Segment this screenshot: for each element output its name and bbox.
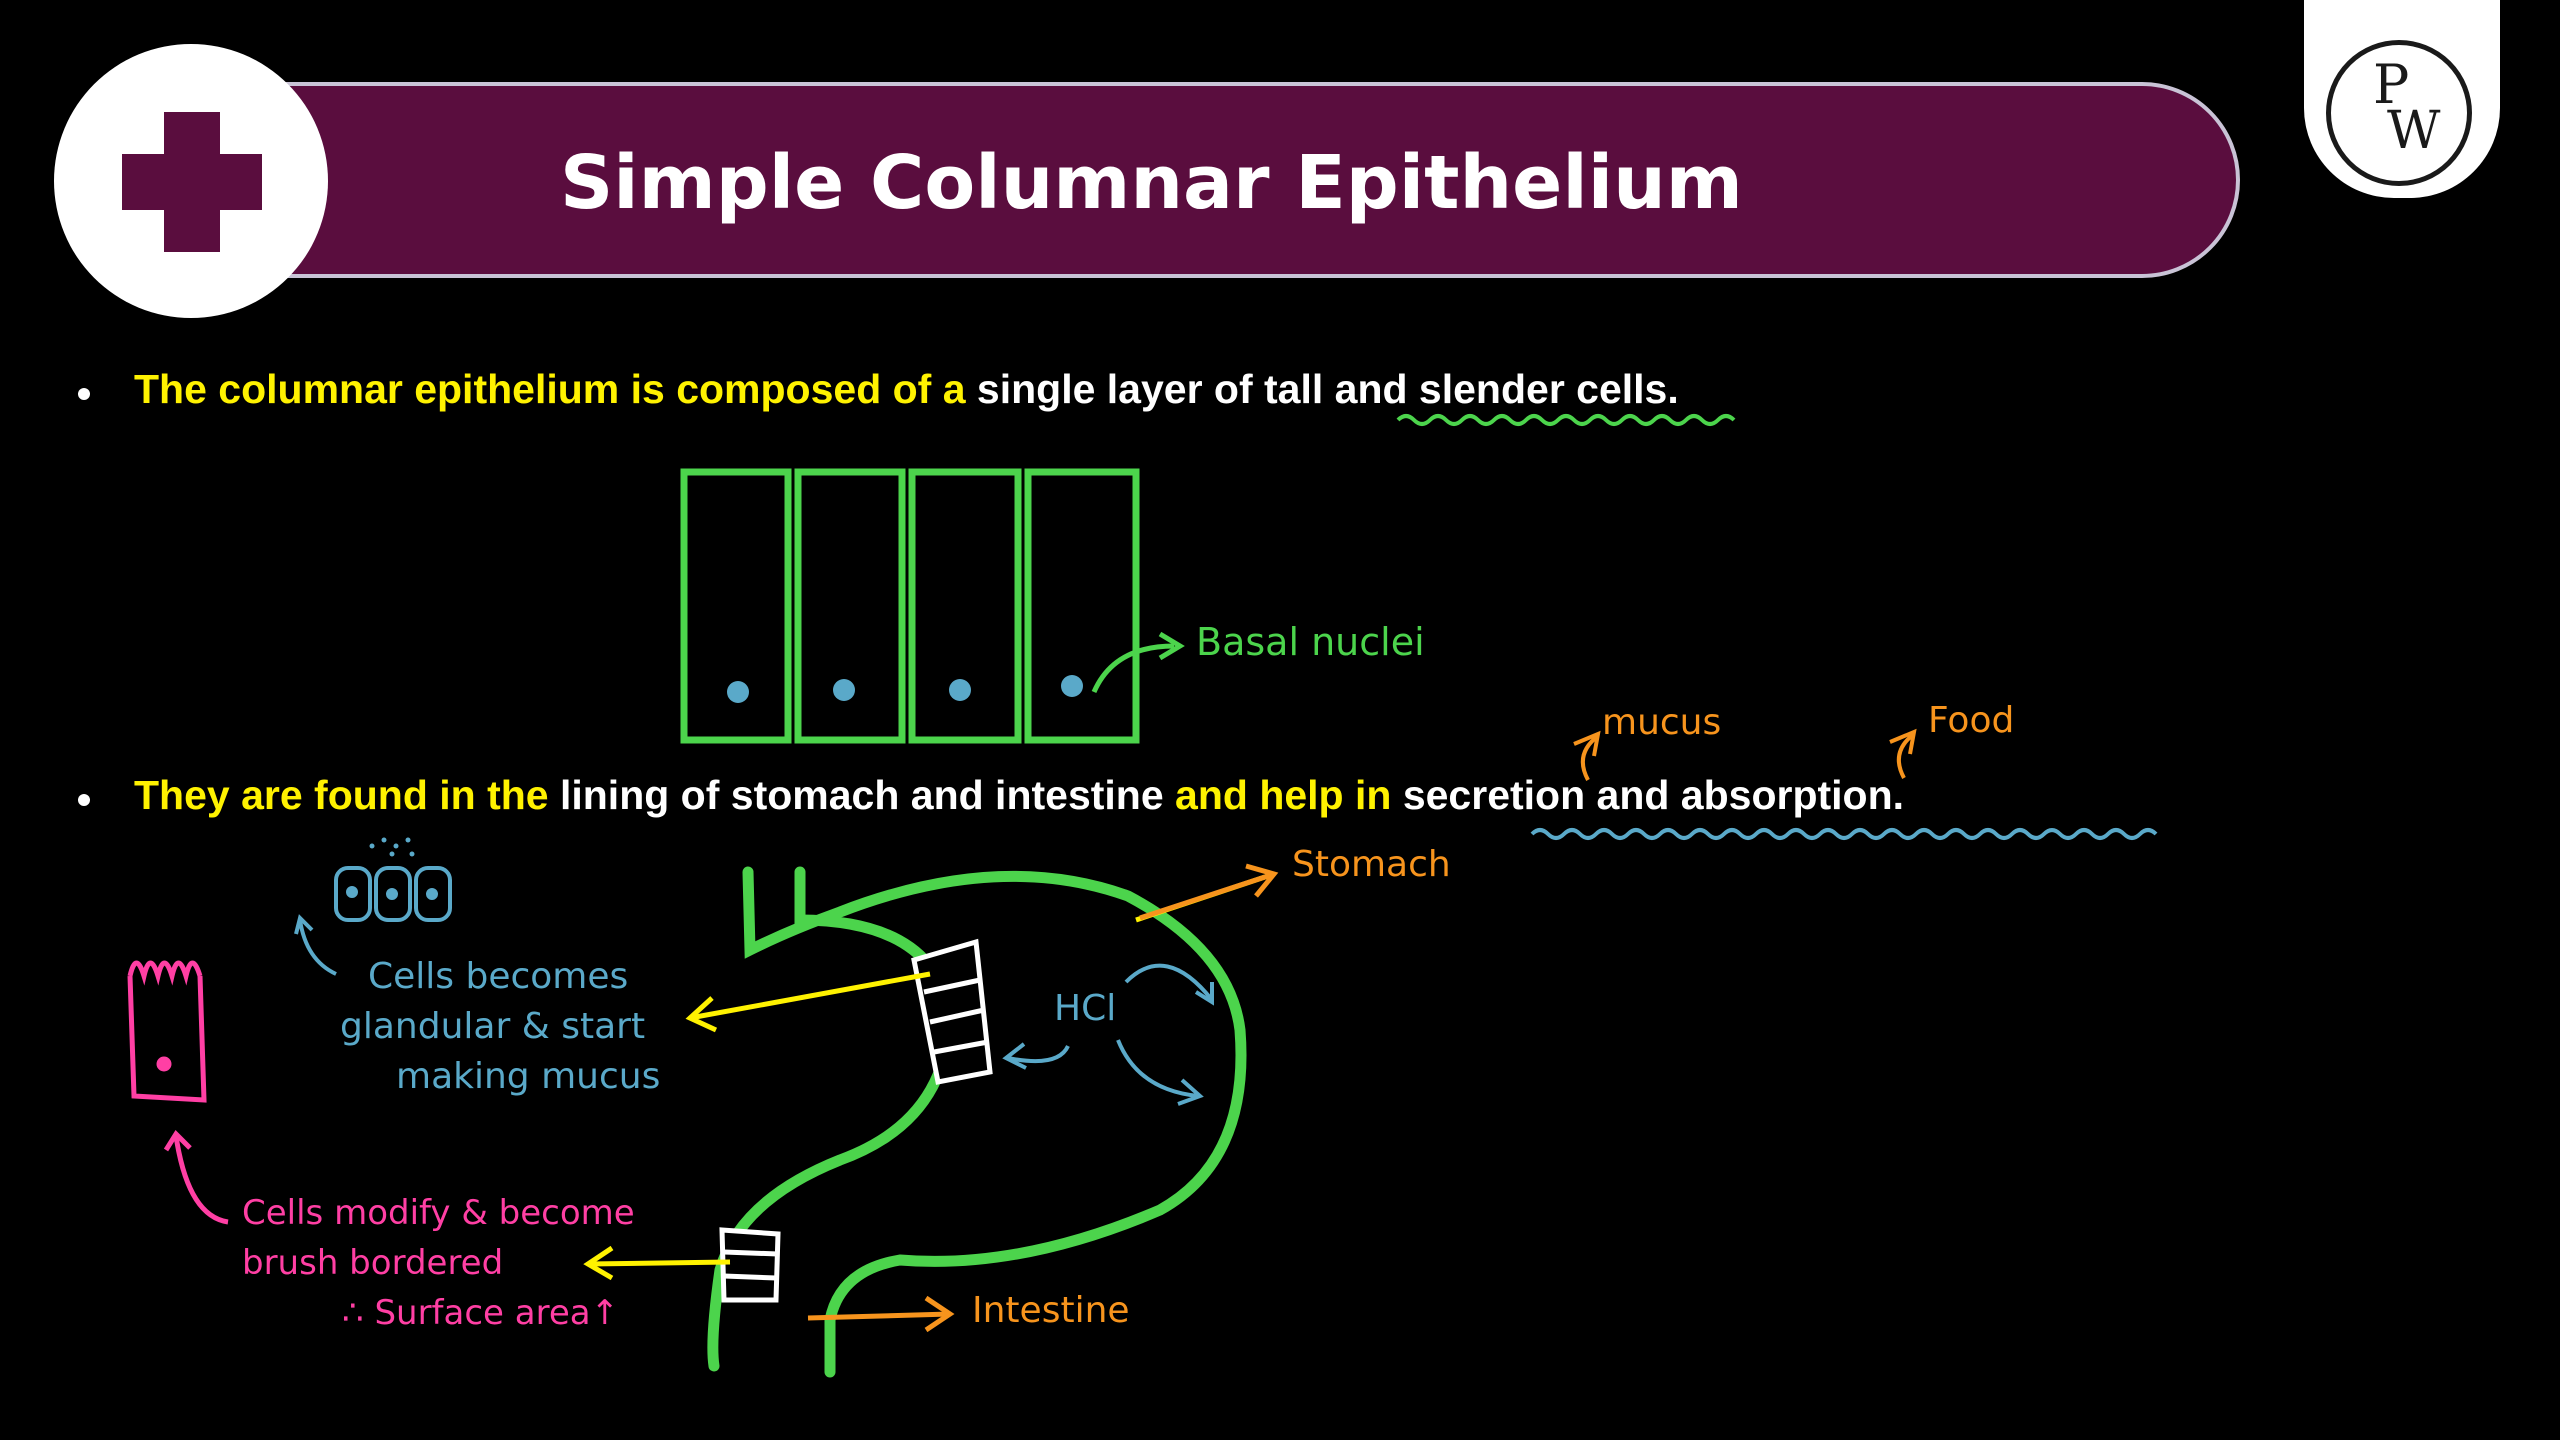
glandular-cells-sketch (294, 866, 452, 976)
label-hcl: HCl (1054, 988, 1117, 1029)
bullet-dot-2 (78, 794, 90, 806)
brush-border-note: Cells modify & become brush bordered ∴ S… (242, 1188, 635, 1338)
title-banner (240, 82, 2240, 278)
cell-1 (680, 468, 792, 744)
intestine-cell-patch (719, 1227, 781, 1303)
cell-2 (794, 468, 906, 744)
glandular-note-line-3: making mucus (396, 1056, 661, 1097)
cell-4 (1024, 468, 1140, 744)
cell-3 (908, 468, 1022, 744)
basal-nuclei-dots (727, 675, 1083, 703)
pw-logo-icon: P W (2326, 40, 2472, 186)
mucus-dots (369, 837, 415, 857)
brush-note-line-2: brush bordered (242, 1243, 504, 1283)
bullet-2-text-b: secretion and absorption. (1391, 772, 1905, 818)
columnar-cells (680, 468, 1140, 744)
label-mucus: mucus (1602, 702, 1722, 743)
bullet-1-text: single layer of tall and slender cells. (965, 366, 1679, 412)
brush-border-cell-sketch (127, 960, 229, 1225)
logo-letter-p: P (2373, 53, 2410, 116)
bullet-2-highlight-b: and help in (1163, 772, 1392, 818)
page-title: Simple Columnar Epithelium (560, 140, 1743, 226)
logo-letter-w: W (2387, 101, 2441, 161)
brush-note-line-1: Cells modify & become (242, 1193, 635, 1233)
underline-tall-slender (1396, 414, 1736, 426)
glandular-note-line-2: glandular & start (340, 1006, 646, 1047)
stomach-outline (707, 866, 1247, 1378)
underline-secretion (1530, 828, 2158, 840)
stomach-cell-patch (911, 938, 993, 1085)
brush-note-line-3: ∴ Surface area↑ (342, 1293, 620, 1333)
label-food: Food (1928, 700, 2015, 741)
glandular-note: Cells becomes glandular & start making m… (340, 952, 660, 1102)
bullet-line-2: They are found in the lining of stomach … (134, 772, 1904, 819)
label-intestine: Intestine (972, 1290, 1130, 1331)
bullet-1-highlight: The columnar epithelium is composed of a (134, 366, 966, 412)
glandular-note-line-1: Cells becomes (368, 956, 629, 997)
label-basal-nuclei: Basal nuclei (1196, 620, 1425, 664)
plus-icon-bar (122, 154, 262, 210)
bullet-dot-1 (78, 388, 90, 400)
bullet-2-text-a: lining of stomach and intestine (548, 772, 1164, 818)
label-stomach: Stomach (1292, 844, 1451, 885)
bullet-line-1: The columnar epithelium is composed of a… (134, 366, 1679, 413)
bullet-2-highlight-a: They are found in the (134, 772, 549, 818)
